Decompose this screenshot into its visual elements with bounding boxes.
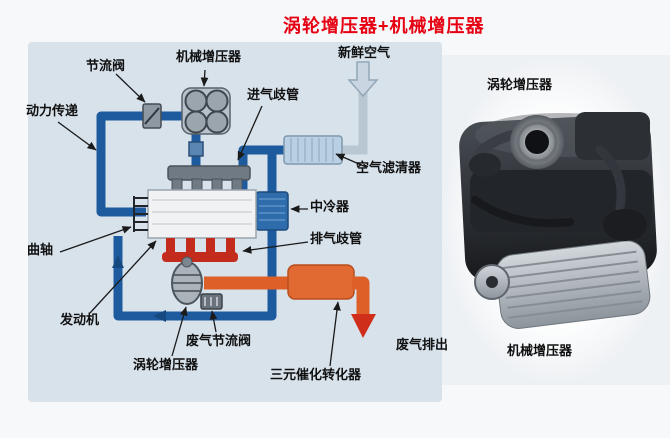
label-turbocharger-diagram: 涡轮增压器 [133,357,199,372]
photo-pulley [474,264,510,300]
catalytic-converter-box [287,264,355,300]
label-air-filter: 空气滤清器 [356,160,422,175]
supercharger-symbol [181,87,231,135]
label-throttle-valve: 节流阀 [86,58,126,73]
exhaust-manifold-symbol [162,238,238,274]
flow-arrow-up-icon [112,255,124,268]
bypass-valve-symbol [188,141,204,157]
pointer-catalytic-converter [329,301,341,367]
photo-turbo-housing [510,115,564,169]
fresh-air-pipe [342,92,368,155]
pointer-power-transfer [57,121,97,151]
pointer-intake-manifold [237,105,263,161]
label-catalytic-converter: 三元催化转化器 [270,367,362,382]
pipe-lower-loop [113,230,277,321]
flow-arrow-left-icon [153,310,166,322]
label-power-transfer: 动力传递 [26,103,79,118]
pointer-air-filter [335,153,367,168]
label-exhaust-manifold: 排气歧管 [310,231,363,246]
label-exhaust-throttle: 废气节流阀 [186,333,252,348]
label-engine: 发动机 [60,312,100,327]
crankshaft-symbol [133,196,148,232]
label-exhaust-out: 废气排出 [396,337,449,352]
pointer-turbocharger [171,306,188,357]
pointer-engine [89,240,157,314]
air-filter-box [283,135,343,165]
engine-block [133,189,257,239]
engine-photo [459,112,657,329]
pointer-crankshaft [59,226,132,253]
fresh-air-arrow-icon [347,61,379,98]
pointer-supercharger [200,69,209,87]
intercooler-box [255,191,289,231]
pointer-throttle-valve [115,73,146,103]
label-fresh-air: 新鲜空气 [338,45,391,60]
exhaust-throttle-valve-symbol [200,293,223,310]
exhaust-outlet-pipe [352,276,370,316]
throttle-valve-symbol [142,103,162,129]
label-intercooler: 中冷器 [310,199,350,214]
diagram-title: 涡轮增压器+机械增压器 [283,16,485,36]
photo-supercharger-unit [495,240,651,329]
pointer-exhaust-manifold [242,241,309,254]
intake-manifold-symbol [167,165,251,193]
label-supercharger-photo: 机械增压器 [507,343,573,358]
turbocharger-symbol [171,256,203,305]
exhaust-out-arrow-icon [351,314,376,338]
label-turbocharger-photo: 涡轮增压器 [487,77,553,92]
pointer-arrows [57,69,367,367]
pointer-exhaust-throttle [209,310,218,333]
label-crankshaft: 曲轴 [27,242,54,257]
label-supercharger: 机械增压器 [176,49,242,64]
label-intake-manifold: 进气歧管 [247,87,300,102]
